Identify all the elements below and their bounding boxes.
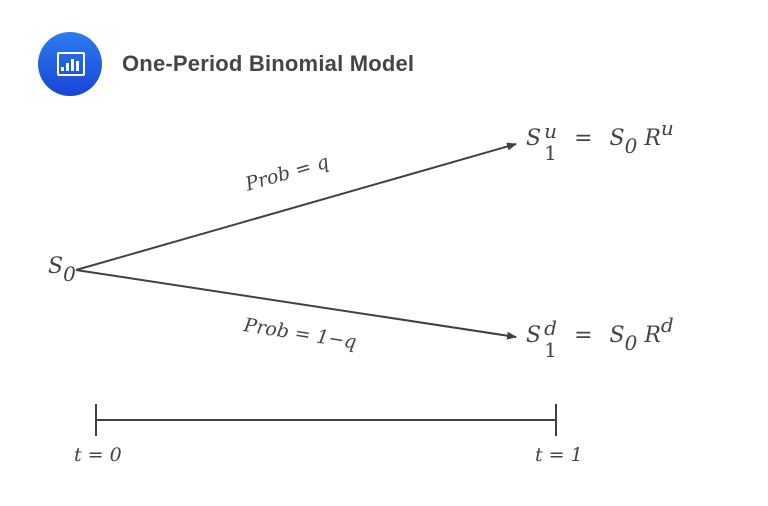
timeline-end-label: t = 1 bbox=[535, 444, 583, 466]
bar-chart-icon bbox=[38, 32, 102, 96]
header: One-Period Binomial Model bbox=[38, 32, 414, 96]
root-node: S0 bbox=[48, 254, 76, 286]
down-branch-arrow bbox=[75, 269, 517, 340]
page-title: One-Period Binomial Model bbox=[122, 51, 415, 76]
timeline-start-label: t = 0 bbox=[74, 444, 122, 466]
up-branch-arrow bbox=[75, 142, 517, 271]
